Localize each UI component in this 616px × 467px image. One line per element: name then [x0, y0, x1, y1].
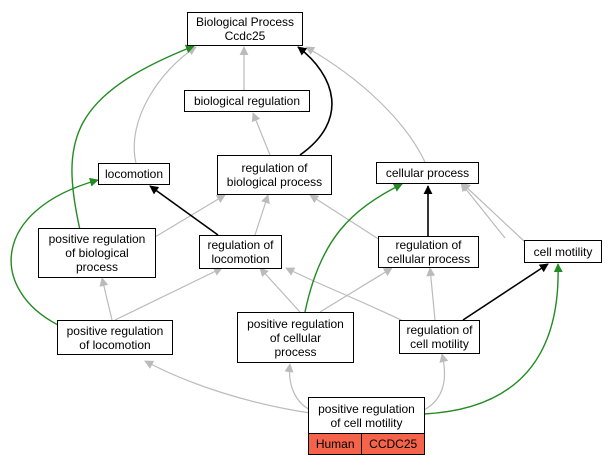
edge-focus-to-pos-reg-loc [144, 360, 311, 414]
node-cell-motility[interactable]: cell motility [524, 240, 602, 263]
edge-focus-to-pos-reg-cell [284, 363, 311, 411]
edge-reg-cell-motility-to-reg-locomotion [285, 267, 406, 323]
annotation-row: Human CCDC25 [308, 433, 425, 455]
node-cellular-process[interactable]: cellular process [376, 162, 479, 184]
edge-pos-reg-loc-to-locomotion [10, 177, 99, 326]
node-regulation-of-cellular-process[interactable]: regulation of cellular process [378, 236, 479, 268]
edge-cell-motility-to-cellular-process [461, 182, 526, 243]
edge-regulation-bio-to-biological-regulation [251, 112, 271, 156]
edge-reg-cellular-to-cellular-process [460, 182, 506, 239]
edge-reg-locomotion-to-locomotion [149, 185, 219, 236]
edge-locomotion-to-bp [133, 46, 197, 164]
node-biological-process-root[interactable]: Biological Process Ccdc25 [187, 12, 303, 46]
annotation-species: Human [315, 437, 355, 451]
node-biological-regulation[interactable]: biological regulation [184, 90, 310, 112]
edge-regulation-bio-to-bp [297, 46, 333, 156]
edge-focus-to-reg-cell-motility [423, 353, 449, 411]
edge-pos-reg-cell-to-reg-cellular [319, 267, 393, 313]
node-regulation-of-locomotion[interactable]: regulation of locomotion [199, 235, 282, 269]
node-regulation-of-biological-process[interactable]: regulation of biological process [217, 155, 332, 195]
edge-focus-to-cell-motility [423, 263, 563, 415]
edge-pos-reg-loc-to-pos-reg-bio [99, 277, 113, 321]
edge-pos-reg-bio-to-bp [71, 44, 195, 231]
edge-pos-reg-cell-to-cellular-process [304, 183, 403, 313]
node-positive-regulation-of-cell-motility[interactable]: positive regulation of cell motility [308, 397, 425, 433]
edge-reg-cellular-to-regulation-bio [309, 194, 381, 241]
edge-cellular-process-to-bp [305, 46, 426, 163]
edge-reg-cell-motility-to-reg-cellular [426, 267, 436, 321]
annotation-gene: CCDC25 [361, 434, 424, 454]
edge-pos-reg-loc-to-reg-locomotion [114, 267, 223, 321]
edge-pos-reg-cell-to-reg-locomotion [259, 267, 301, 313]
edge-reg-locomotion-to-regulation-bio [254, 194, 270, 236]
node-regulation-of-cell-motility[interactable]: regulation of cell motility [399, 320, 480, 354]
node-locomotion[interactable]: locomotion [98, 163, 170, 185]
node-positive-regulation-of-cellular-process[interactable]: positive regulation of cellular process [237, 312, 354, 363]
edge-pos-reg-bio-to-regulation-bio [154, 194, 226, 238]
edge-reg-cell-motility-to-cell-motility [462, 263, 549, 321]
node-positive-regulation-of-biological-process[interactable]: positive regulation of biological proces… [38, 228, 156, 278]
node-positive-regulation-of-locomotion[interactable]: positive regulation of locomotion [57, 320, 173, 355]
